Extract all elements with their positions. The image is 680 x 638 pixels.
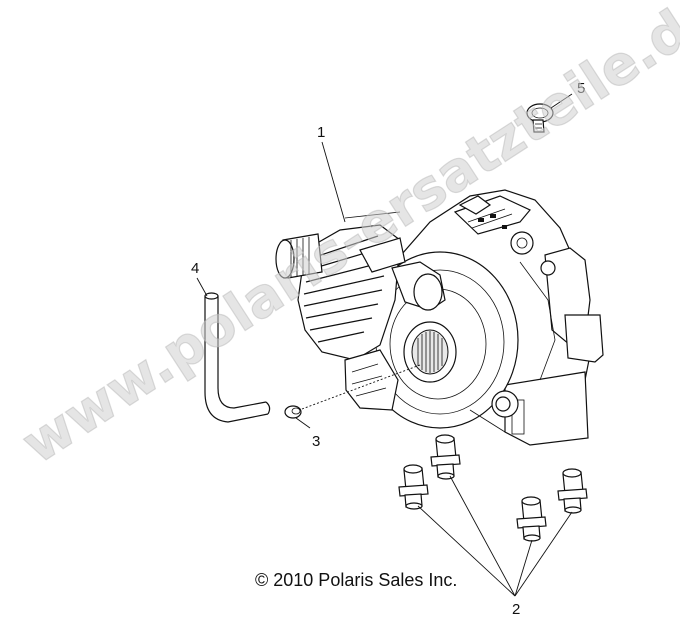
plug[interactable] — [284, 405, 302, 419]
callout-2: 2 — [512, 601, 520, 618]
vent-hose[interactable] — [204, 292, 271, 423]
hose-clamp[interactable] — [526, 103, 554, 133]
callout-5: 5 — [577, 80, 585, 97]
bolt-3[interactable] — [516, 496, 547, 542]
callout-3: 3 — [312, 433, 320, 450]
plug-install-path — [301, 364, 421, 410]
callout-4: 4 — [191, 260, 199, 277]
bolt-4[interactable] — [557, 468, 588, 514]
copyright-notice: © 2010 Polaris Sales Inc. — [255, 570, 457, 590]
callout-1: 1 — [317, 124, 325, 141]
bolt-2[interactable] — [430, 434, 461, 480]
leader-lines — [196, 93, 573, 597]
gearcase-assembly[interactable] — [275, 189, 604, 446]
bolt-1[interactable] — [398, 464, 429, 510]
